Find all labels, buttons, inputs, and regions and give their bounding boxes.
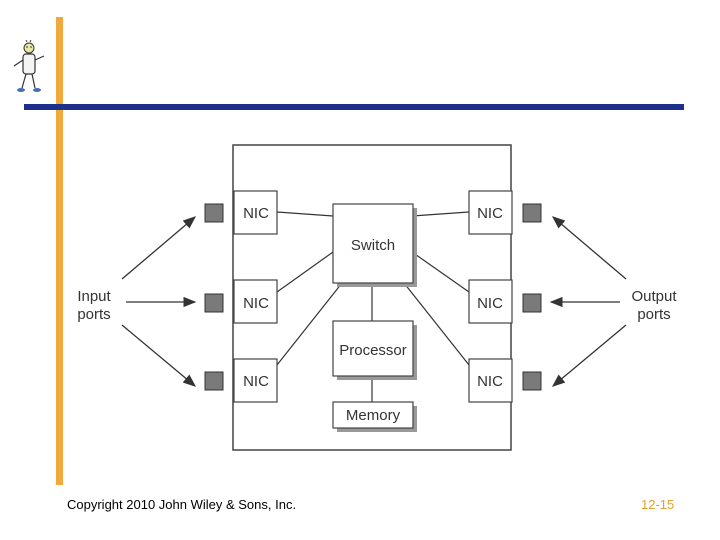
memory-box: [332, 401, 414, 429]
nic-left-1: [233, 190, 278, 235]
output-port-2: [522, 293, 542, 313]
nic-right-2: [468, 279, 513, 324]
output-port-3: [522, 371, 542, 391]
input-arrow-bottom: [121, 324, 196, 387]
cartoon-figure-icon: [13, 40, 45, 92]
page-number: 12-15: [641, 497, 675, 512]
input-port-2: [204, 293, 224, 313]
output-ports-label-line2: ports: [637, 306, 670, 323]
switch-box: [332, 203, 414, 284]
title-rule: [24, 104, 684, 110]
input-ports-label-line1: Input: [77, 288, 111, 305]
output-ports-label-line1: Output: [631, 288, 677, 305]
nic-left-2: [233, 279, 278, 324]
nic-left-3-label: NIC: [243, 373, 269, 390]
nic-left-3: [233, 358, 278, 403]
input-port-1: [204, 203, 224, 223]
nic-left-2-label: NIC: [243, 295, 269, 312]
input-arrow-top: [121, 216, 196, 280]
output-arrow-bottom: [552, 324, 627, 387]
input-port-3: [204, 371, 224, 391]
processor-label: Processor: [339, 342, 407, 359]
copyright-text: Copyright 2010 John Wiley & Sons, Inc.: [67, 497, 297, 512]
nic-left-1-label: NIC: [243, 205, 269, 222]
output-port-1: [522, 203, 542, 223]
input-ports-label-line2: ports: [77, 306, 110, 323]
nic-right-1: [468, 190, 513, 235]
internal-links: [276, 211, 470, 402]
processor-box: [332, 320, 414, 377]
memory-label: Memory: [346, 407, 401, 424]
nic-right-3: [468, 358, 513, 403]
accent-vertical-bar: [56, 17, 63, 485]
nic-right-3-label: NIC: [477, 373, 503, 390]
output-arrow-top: [552, 216, 627, 280]
nic-right-1-label: NIC: [477, 205, 503, 222]
switch-label: Switch: [351, 237, 395, 254]
nic-right-2-label: NIC: [477, 295, 503, 312]
